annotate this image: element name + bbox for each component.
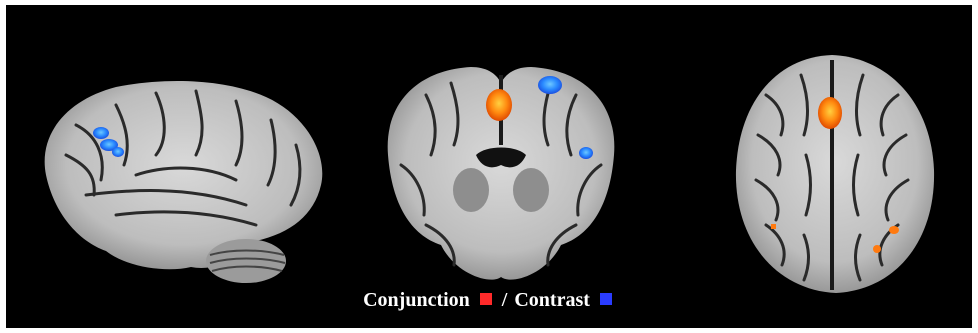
contrast-blob: [538, 76, 562, 94]
contrast-swatch: [599, 293, 612, 305]
conjunction-blob: [818, 97, 842, 129]
contrast-blob: [112, 147, 124, 157]
conjunction-blob: [486, 89, 512, 121]
sagittal-slice: [44, 81, 323, 283]
legend-separator: /: [501, 289, 508, 311]
conjunction-blob: [771, 224, 776, 229]
contrast-blob: [93, 127, 109, 139]
conjunction-blob: [873, 245, 881, 253]
brain-slices: [44, 55, 935, 293]
contrast-blob: [100, 139, 118, 151]
contrast-blob: [579, 147, 593, 159]
legend: Conjunction / Contrast: [6, 289, 972, 312]
conjunction-blob: [889, 226, 899, 234]
axial-slice: [735, 55, 935, 293]
coronal-slice: [387, 67, 615, 280]
conjunction-swatch: [479, 293, 492, 305]
figure-panel: Conjunction / Contrast: [6, 5, 972, 328]
conjunction-label: Conjunction: [363, 289, 470, 311]
contrast-label: Contrast: [514, 289, 590, 311]
